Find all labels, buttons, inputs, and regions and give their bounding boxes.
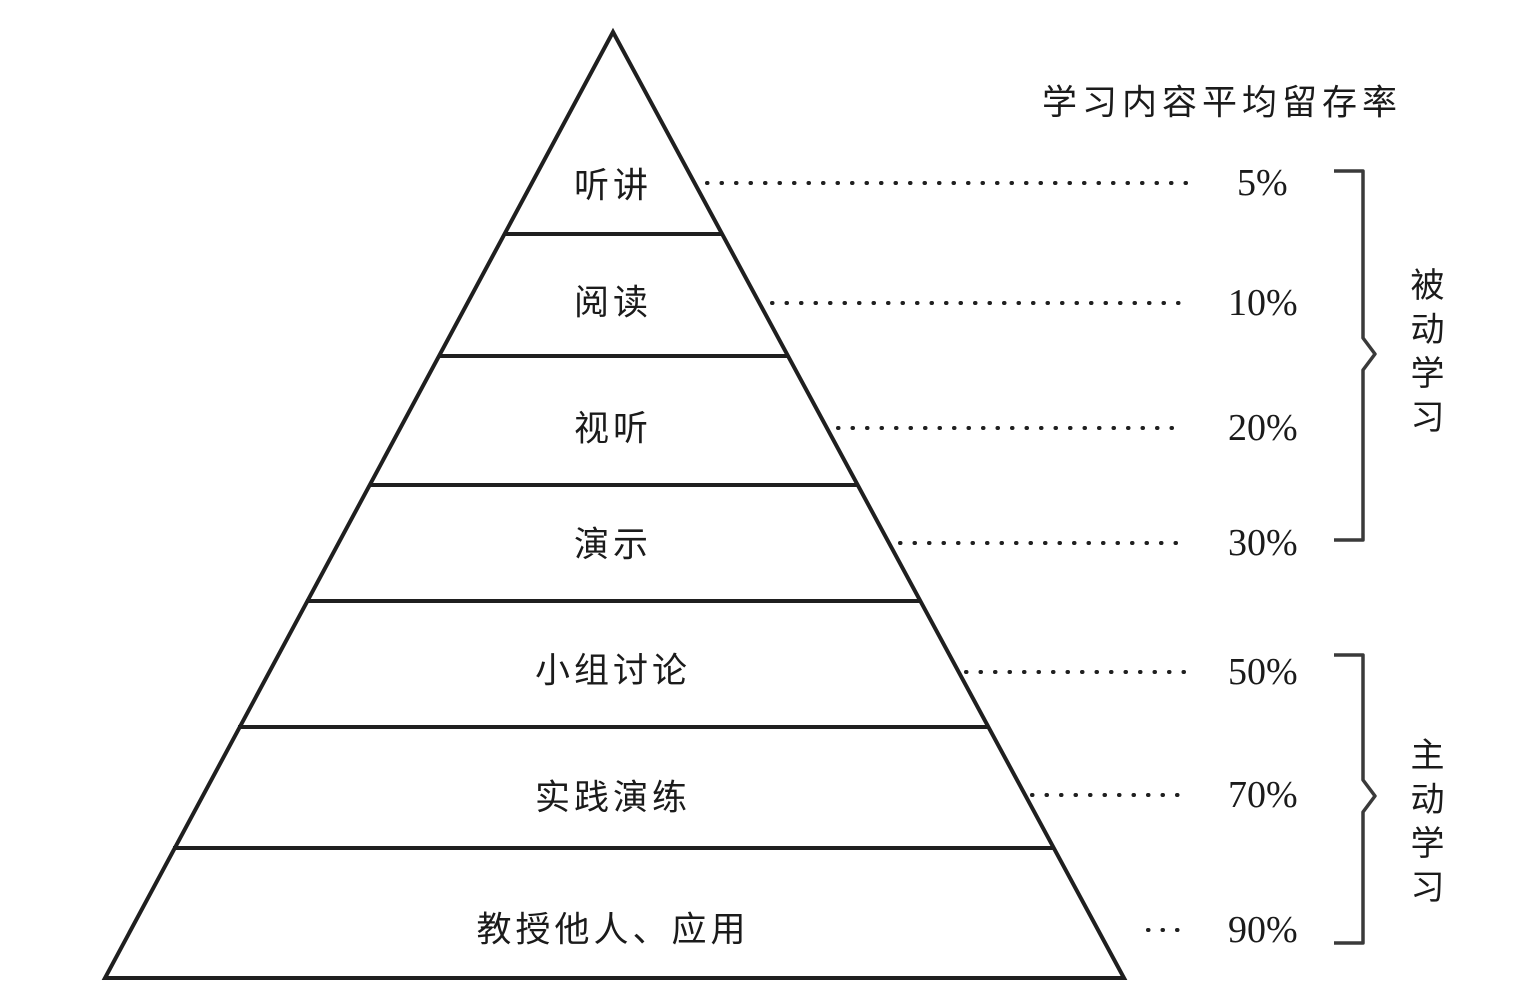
pyramid-level-label-2: 阅读: [573, 283, 653, 324]
retention-value-5: 50%: [1228, 651, 1298, 693]
active-learning-group-label: 主动学习: [1404, 737, 1444, 913]
passive-group-brace: [1334, 169, 1377, 542]
retention-value-2: 10%: [1228, 282, 1298, 324]
pyramid-outline: [101, 27, 1128, 980]
pyramid-level-label-6: 实践演练: [534, 778, 692, 819]
pyramid-level-label-7: 教授他人、应用: [476, 910, 750, 951]
passive-learning-group-label: 被动学习: [1404, 267, 1444, 443]
pyramid-level-label-1: 听讲: [573, 166, 653, 207]
page-title: 学习内容平均留存率: [1041, 83, 1403, 124]
pyramid-level-label-3: 视听: [573, 409, 653, 450]
retention-value-4: 30%: [1228, 522, 1298, 564]
retention-value-1: 5%: [1237, 162, 1288, 204]
retention-value-6: 70%: [1228, 774, 1298, 816]
retention-value-7: 90%: [1228, 909, 1298, 951]
pyramid-level-label-5: 小组讨论: [534, 651, 692, 692]
active-group-brace: [1334, 653, 1377, 945]
retention-value-3: 20%: [1228, 407, 1298, 449]
pyramid-level-label-4: 演示: [573, 525, 653, 566]
